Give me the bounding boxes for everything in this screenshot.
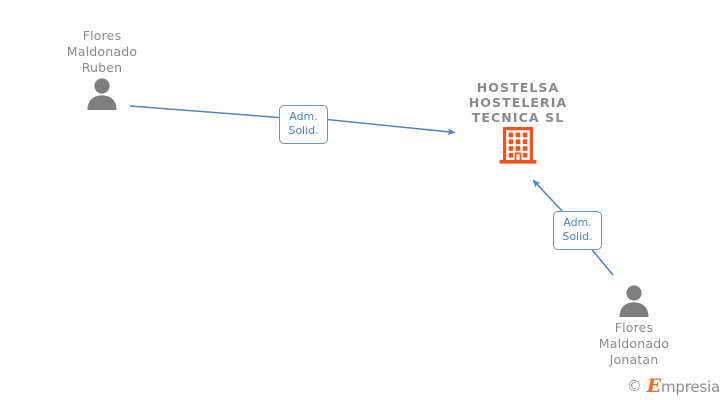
edge-jonatan-segment-upper: [532, 179, 565, 214]
person-node-jonatan[interactable]: Flores Maldonado Jonatan: [549, 283, 719, 368]
brand-logo: Empresia: [647, 377, 720, 396]
copyright-icon: ©: [626, 377, 642, 395]
person-label-ruben: Flores Maldonado Ruben: [66, 28, 138, 75]
watermark: © Empresia: [627, 377, 720, 396]
building-icon: [499, 127, 537, 164]
edge-jonatan-segment-lower: [588, 245, 614, 276]
person-icon: [87, 78, 117, 110]
person-label-jonatan: Flores Maldonado Jonatan: [598, 320, 670, 367]
brand-rest: mpresia: [661, 378, 720, 396]
relation-label-jonatan[interactable]: Adm. Solid.: [553, 211, 602, 250]
person-node-ruben[interactable]: Flores Maldonado Ruben: [17, 28, 187, 110]
company-node-hostelsa[interactable]: HOSTELSA HOSTELERIA TECNICA SL: [423, 80, 613, 165]
company-label: HOSTELSA HOSTELERIA TECNICA SL: [468, 80, 568, 125]
relation-label-ruben[interactable]: Adm. Solid.: [279, 105, 328, 144]
brand-initial: E: [646, 375, 662, 397]
person-icon: [619, 285, 649, 317]
